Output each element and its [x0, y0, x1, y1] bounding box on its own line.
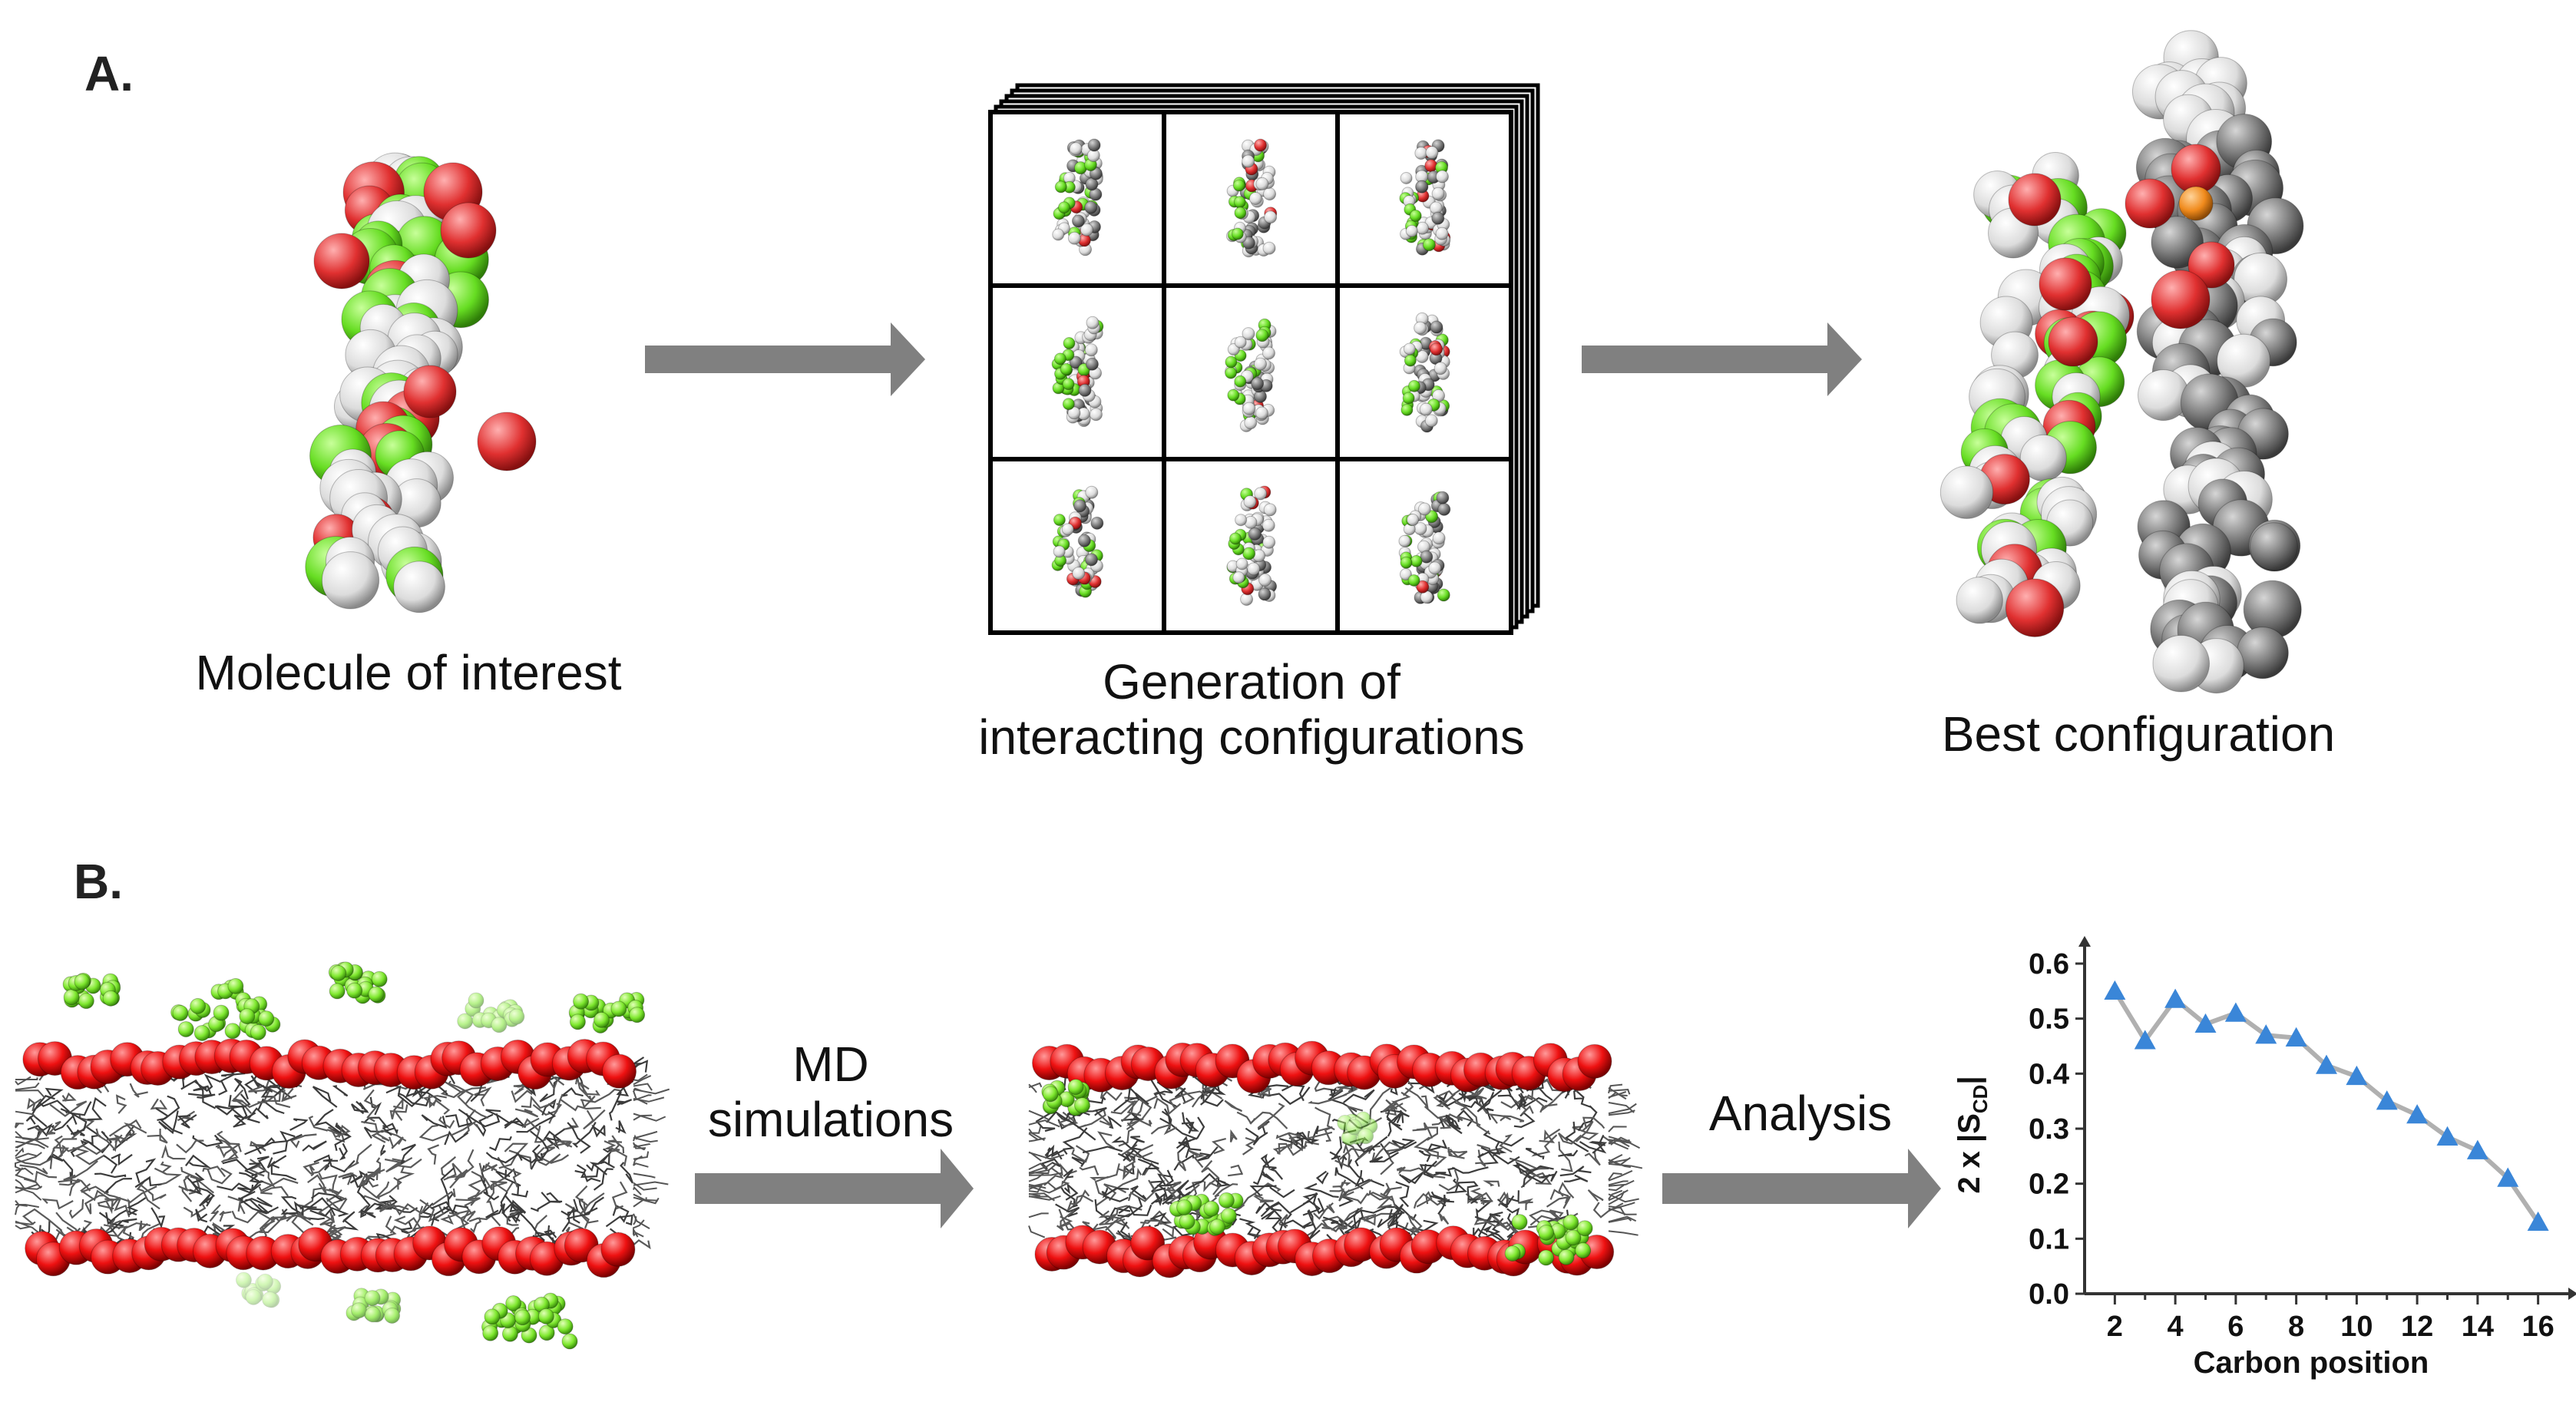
data-point-marker [2466, 1139, 2488, 1159]
molecule-of-interest-model [305, 152, 537, 613]
ligand-cluster [170, 977, 281, 1041]
membrane-after-md [1028, 1040, 1643, 1278]
chart-y-ticks: 0.0 0.1 0.2 0.3 0.4 0.5 0.6 [2029, 948, 2085, 1311]
best-configuration-caption: Best configuration [1942, 706, 2335, 762]
configuration-thumbnail [1399, 139, 1451, 256]
y-tick-label: 0.0 [2029, 1278, 2069, 1311]
x-tick-label: 16 [2521, 1311, 2554, 1343]
configuration-thumbnail [1225, 318, 1277, 432]
data-point-marker [2194, 1013, 2217, 1033]
panel-b-label: B. [74, 854, 123, 909]
configuration-grid-stack [988, 83, 1540, 635]
series-markers [2104, 980, 2549, 1232]
analysis-label: Analysis [1709, 1086, 1892, 1141]
data-point-marker [2164, 988, 2187, 1008]
y-axis-arrowhead [2078, 936, 2091, 947]
configuration-thumbnail [1226, 485, 1278, 606]
data-point-marker [2376, 1090, 2398, 1110]
y-tick-label: 0.3 [2029, 1113, 2069, 1146]
x-tick-label: 8 [2288, 1311, 2304, 1343]
y-tick-label: 0.5 [2029, 1004, 2069, 1036]
x-tick-label: 4 [2168, 1311, 2184, 1343]
data-point-marker [2346, 1065, 2368, 1086]
ligand-cluster [328, 961, 388, 1004]
y-tick-label: 0.1 [2029, 1223, 2069, 1255]
data-point-marker [2497, 1167, 2519, 1187]
data-point-marker [2104, 980, 2126, 1000]
generation-caption-line1: Generation of [1103, 654, 1400, 709]
order-parameter-chart: 0.0 0.1 0.2 0.3 0.4 0.5 0.6 2 4 6 8 10 12 14 16 Carbo… [1953, 936, 2576, 1380]
molecule-caption: Molecule of interest [196, 645, 622, 700]
data-point-marker [2224, 1002, 2247, 1022]
data-point-marker [2316, 1054, 2337, 1074]
data-point-marker [2134, 1030, 2156, 1050]
y-axis-label-sub: CD [1969, 1085, 1992, 1114]
chart-axes [2078, 936, 2576, 1300]
y-tick-label: 0.4 [2029, 1058, 2069, 1090]
arrow-right-icon [1582, 322, 1862, 396]
membrane-initial [15, 961, 670, 1350]
data-point-marker [2255, 1024, 2277, 1044]
configuration-thumbnail [1398, 491, 1451, 604]
x-tick-label: 12 [2401, 1311, 2433, 1343]
best-configuration-model [1939, 30, 2304, 694]
series-line [2112, 990, 2541, 1224]
data-point-marker [2436, 1126, 2459, 1146]
x-tick-label: 14 [2462, 1311, 2494, 1343]
ligand-cluster [235, 1271, 282, 1308]
configuration-thumbnail [1052, 138, 1103, 256]
md-label-line1: MD [792, 1037, 869, 1092]
x-axis-arrowhead [2568, 1288, 2576, 1300]
x-tick-label: 10 [2340, 1311, 2373, 1343]
chart-x-ticks: 2 4 6 8 10 12 14 16 [2107, 1294, 2555, 1343]
arrow-right-icon [645, 322, 925, 396]
ligand-cluster [457, 992, 525, 1033]
y-tick-label: 0.2 [2029, 1169, 2069, 1201]
configuration-thumbnail [1225, 138, 1278, 258]
chart-x-axis-label: Carbon position [2194, 1346, 2429, 1380]
panel-a-label: A. [84, 46, 134, 101]
configuration-thumbnail [1399, 312, 1450, 433]
ligand-cluster [1337, 1111, 1378, 1146]
arrow-right-icon [1662, 1149, 1941, 1228]
ligand-cluster [1041, 1079, 1090, 1116]
ligand-cluster [481, 1292, 578, 1350]
x-tick-label: 2 [2107, 1311, 2123, 1343]
arrow-right-icon [695, 1149, 974, 1228]
y-axis-label-main: 2 x |S [1953, 1113, 1986, 1194]
ligand-cluster [1169, 1192, 1244, 1236]
generation-caption-line2: interacting configurations [978, 709, 1525, 765]
data-point-marker [2285, 1027, 2307, 1047]
configuration-thumbnail [1051, 485, 1104, 598]
y-axis-label-end: | [1953, 1076, 1986, 1084]
x-tick-label: 6 [2227, 1311, 2244, 1343]
chart-y-axis-label: 2 x |SCD| [1953, 1076, 1992, 1193]
md-label-line2: simulations [708, 1092, 954, 1147]
data-point-marker [2527, 1211, 2549, 1232]
ligand-cluster [62, 972, 121, 1010]
ligand-cluster [1504, 1214, 1593, 1266]
y-tick-label: 0.6 [2029, 948, 2069, 980]
ligand-cluster [568, 991, 646, 1033]
ligand-cluster [346, 1288, 402, 1324]
configuration-thumbnail [1051, 316, 1104, 428]
data-point-marker [2406, 1104, 2429, 1124]
